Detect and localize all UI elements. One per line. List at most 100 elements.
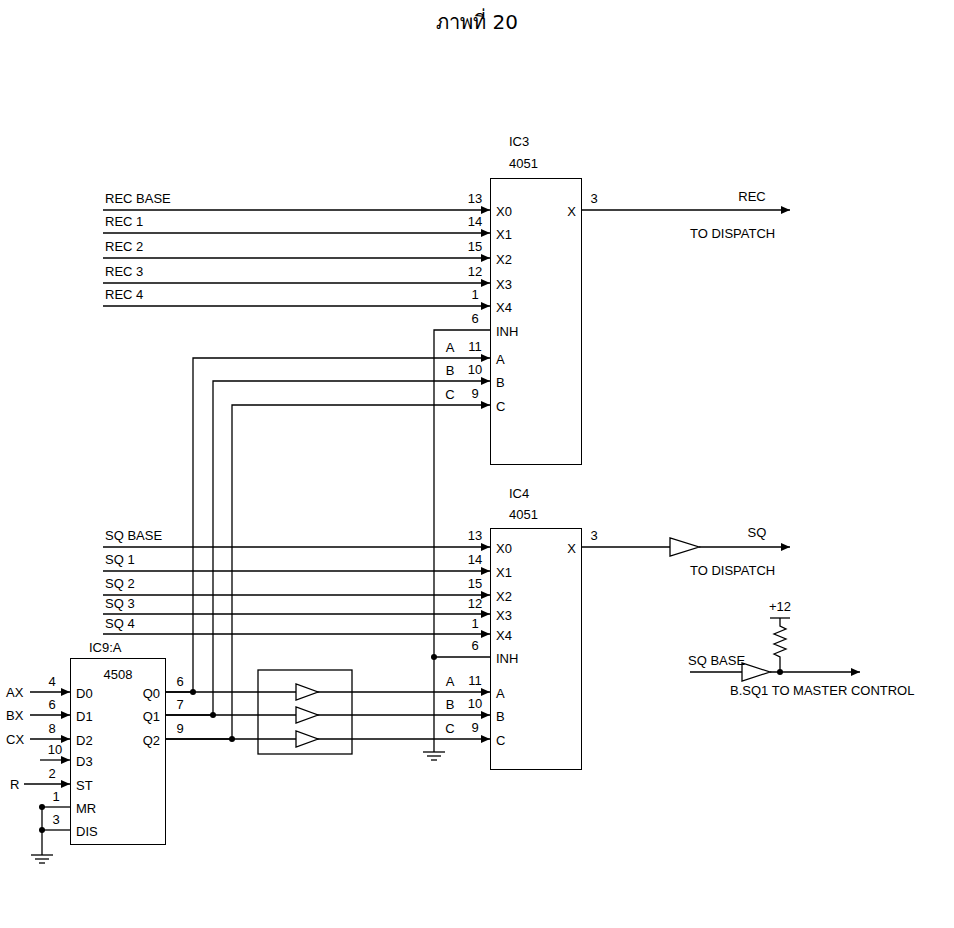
pin-number: 10	[468, 696, 482, 711]
pin-number: 14	[468, 552, 482, 567]
pin-number: 15	[468, 239, 482, 254]
buffer-symbol	[742, 663, 770, 681]
pin-number: 6	[471, 311, 478, 326]
pin-name: B	[496, 709, 505, 724]
ic-chip: IC44051X0X1X2X3X4INHABCX	[490, 528, 582, 770]
pin-number: 14	[468, 214, 482, 229]
signal-name: R	[10, 777, 19, 792]
signal-name: +12	[769, 599, 791, 614]
pin-name: C	[496, 399, 505, 414]
pin-name: X4	[496, 300, 512, 315]
pin-number: 1	[471, 616, 478, 631]
pin-number: 6	[176, 674, 183, 689]
signal-name: REC 2	[105, 239, 143, 254]
pin-name: X0	[496, 541, 512, 556]
input-wire	[103, 210, 490, 306]
input-wire	[690, 671, 742, 672]
inh-wire	[434, 330, 490, 752]
buffer-symbol	[670, 538, 699, 556]
signal-name: REC 4	[105, 287, 143, 302]
pin-name: X	[567, 541, 576, 556]
pin-number: 3	[590, 191, 597, 206]
input-wire	[103, 547, 490, 634]
wire-label: A	[446, 340, 455, 355]
pin-name: X4	[496, 628, 512, 643]
pin-number: 9	[471, 720, 478, 735]
pin-name: X0	[496, 204, 512, 219]
pin-name: C	[496, 733, 505, 748]
signal-name: TO DISPATCH	[690, 563, 775, 578]
signal-name: SQ BASE	[105, 528, 162, 543]
pin-name: D0	[76, 686, 93, 701]
pin-name: A	[496, 686, 505, 701]
pin-name: X1	[496, 565, 512, 580]
input-wire	[42, 829, 70, 830]
output-wire	[699, 546, 790, 547]
ic-chip: IC34051X0X1X2X3X4INHABCX	[490, 178, 582, 465]
output-wire	[582, 546, 670, 547]
pin-name: MR	[76, 801, 96, 816]
pin-name: X1	[496, 227, 512, 242]
signal-name: SQ 2	[105, 576, 135, 591]
ground-symbol	[31, 855, 53, 863]
pin-number: 12	[468, 264, 482, 279]
pin-name: DIS	[76, 824, 98, 839]
pin-number: 10	[468, 362, 482, 377]
pin-name: D3	[76, 754, 93, 769]
pin-name: INH	[496, 651, 518, 666]
signal-name: SQ 3	[105, 596, 135, 611]
signal-name: REC BASE	[105, 191, 171, 206]
buffer-block	[258, 670, 352, 754]
pin-name: A	[496, 352, 505, 367]
pin-number: 7	[176, 697, 183, 712]
signal-name: REC 1	[105, 214, 143, 229]
pin-name: D2	[76, 733, 93, 748]
signal-wire	[166, 381, 490, 715]
pin-name: ST	[76, 778, 93, 793]
wire-label: B	[446, 697, 455, 712]
pin-number: 1	[471, 287, 478, 302]
signal-wire	[166, 738, 490, 739]
pin-number: 2	[48, 766, 55, 781]
wire-label: C	[445, 387, 454, 402]
buffer-symbol	[296, 684, 318, 747]
wire-label: B	[446, 363, 455, 378]
ic-chip: IC9:A4508D0D1D2D3STMRDISQ0Q1Q2	[70, 658, 166, 845]
signal-name: SQ	[748, 525, 767, 540]
wire-label: C	[445, 721, 454, 736]
pin-name: Q0	[143, 686, 160, 701]
pin-number: 3	[52, 812, 59, 827]
output-wire	[770, 671, 860, 672]
pin-name: B	[496, 375, 505, 390]
pin-number: 6	[48, 697, 55, 712]
signal-name: SQ 1	[105, 552, 135, 567]
signal-name: TO DISPATCH	[690, 226, 775, 241]
pin-number: 10	[48, 742, 62, 757]
pin-number: 9	[176, 721, 183, 736]
pin-name: Q2	[143, 733, 160, 748]
pin-name: X2	[496, 252, 512, 267]
pin-number: 3	[590, 528, 597, 543]
pin-name: X3	[496, 277, 512, 292]
signal-wire	[166, 691, 490, 692]
signal-name: AX	[6, 685, 23, 700]
chip-name: 4508	[104, 667, 133, 682]
pin-number: 12	[468, 596, 482, 611]
pin-number: 8	[48, 721, 55, 736]
input-wire	[42, 806, 70, 807]
pin-name: INH	[496, 324, 518, 339]
signal-name: SQ 4	[105, 616, 135, 631]
signal-name: BX	[6, 708, 23, 723]
signal-name: B.SQ1 TO MASTER CONTROL	[730, 683, 914, 698]
signal-name: CX	[6, 732, 24, 747]
ground-symbol	[423, 752, 445, 760]
chip-name: 4051	[509, 156, 538, 171]
pin-number: 13	[468, 191, 482, 206]
chip-name: 4051	[509, 507, 538, 522]
pin-number: 4	[48, 674, 55, 689]
pin-number: 15	[468, 576, 482, 591]
signal-wire	[166, 405, 490, 739]
pin-name: D1	[76, 709, 93, 724]
pin-number: 1	[52, 789, 59, 804]
pin-name: X3	[496, 608, 512, 623]
